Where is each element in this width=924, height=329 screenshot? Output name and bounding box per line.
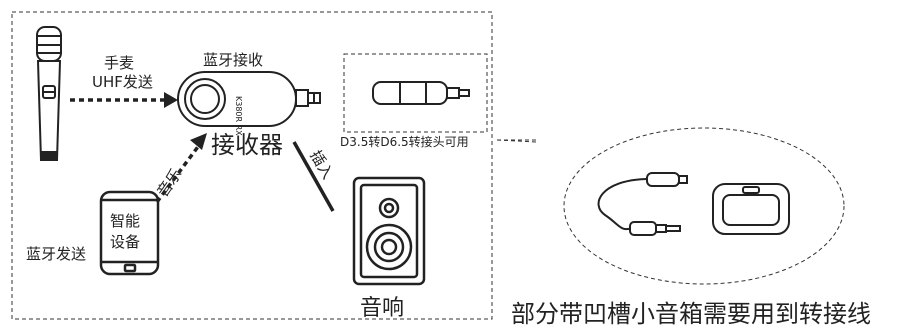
adapter-plug-icon	[372, 81, 470, 105]
speaker-label: 音响	[360, 296, 405, 321]
callout-ellipse	[563, 127, 845, 285]
bluetooth-send-label: 蓝牙发送	[26, 245, 87, 263]
mic-arrow-head	[164, 92, 178, 108]
receiver-big-label: 接收器	[211, 131, 283, 159]
small-speaker-icon	[712, 183, 790, 235]
phone-to-receiver-arrow	[155, 142, 202, 204]
insert-line	[292, 141, 335, 212]
mic-label-line2: UHF发送	[92, 73, 153, 91]
footnote-label: 部分带凹槽小音箱需要用到转接线	[511, 300, 871, 328]
adapter-cable-icon	[597, 172, 688, 236]
handheld-mic-icon	[36, 26, 62, 161]
mic-label-line1: 手麦	[104, 54, 135, 72]
adapter-label: D3.5转D6.5转接头可用	[340, 135, 469, 149]
bluetooth-receiver-icon	[177, 71, 321, 127]
device-label-line1: 智能	[110, 212, 141, 230]
device-label-line2: 设备	[110, 233, 141, 251]
outer-dashed-frame	[11, 11, 493, 320]
loudspeaker-icon	[352, 176, 426, 286]
receiver-top-label: 蓝牙接收	[203, 51, 264, 69]
smartphone-icon	[99, 190, 160, 276]
phone-arrow-head	[190, 133, 207, 150]
adapter-dashed-box	[343, 53, 488, 133]
